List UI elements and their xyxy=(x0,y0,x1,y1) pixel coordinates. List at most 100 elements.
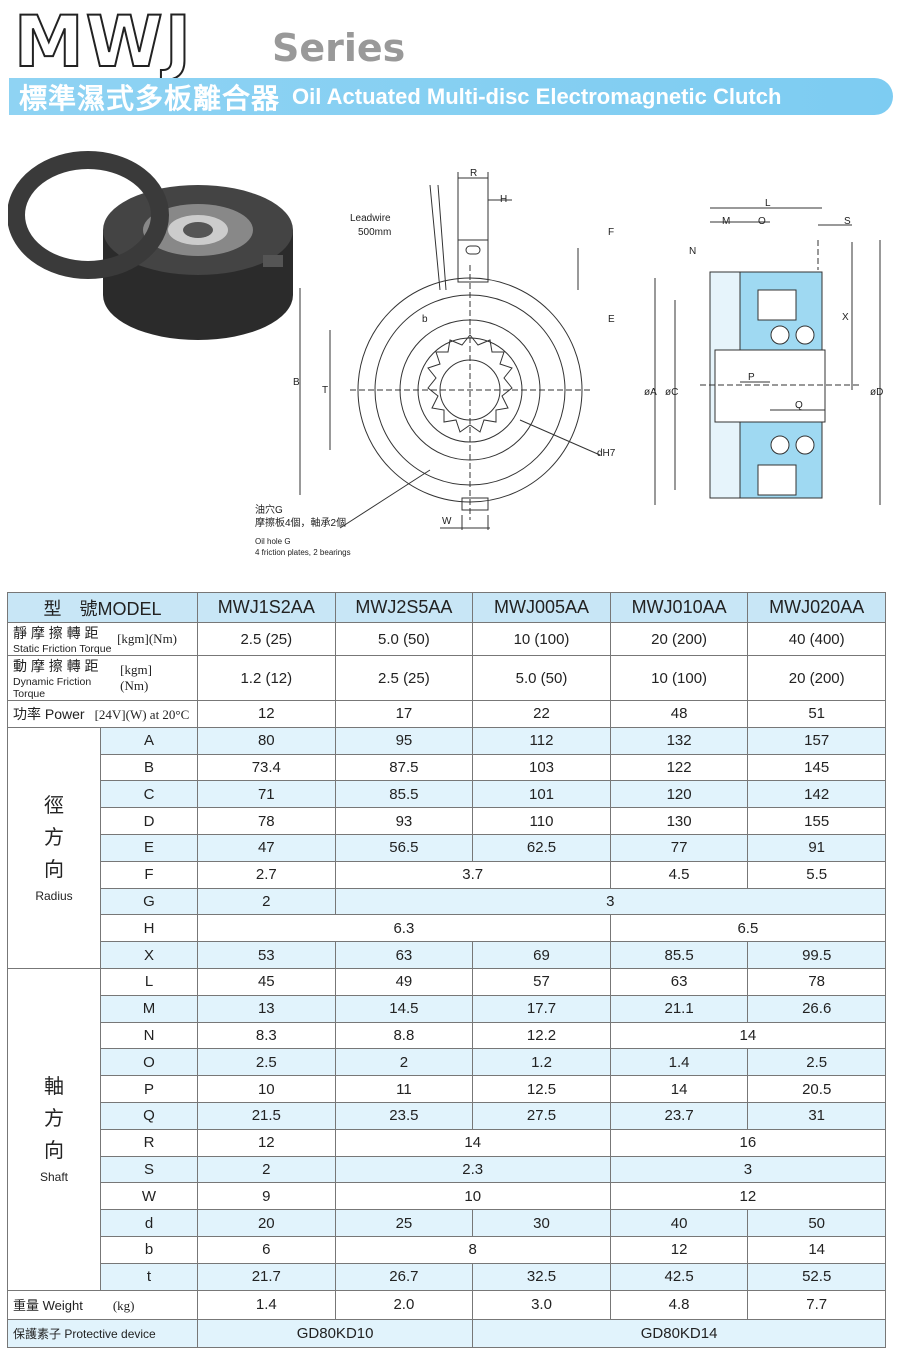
value-cell: 3.0 xyxy=(472,1289,611,1320)
static-label-zh: 靜 摩 擦 轉 距 xyxy=(13,625,99,641)
value-cell: 155 xyxy=(747,807,886,835)
dimension-key: C xyxy=(99,780,199,809)
value-cell: 120 xyxy=(609,780,749,809)
value-cell: 17 xyxy=(334,700,474,728)
value-cell: 80 xyxy=(197,726,336,755)
radius-label-en: Radius xyxy=(35,888,73,903)
value-cell: 20 (200) xyxy=(609,622,749,656)
value-cell: GD80KD14 xyxy=(472,1318,886,1348)
value-cell: 56.5 xyxy=(334,833,474,862)
value-cell: 62.5 xyxy=(472,833,611,862)
leadwire-label: Leadwire xyxy=(350,213,391,224)
radius-zh-char: 徑 xyxy=(44,794,64,817)
dimension-key: E xyxy=(99,833,199,862)
value-cell: 91 xyxy=(747,833,886,862)
value-cell: 23.5 xyxy=(334,1101,474,1130)
power-unit: [24V](W) at 20°C xyxy=(94,706,190,722)
value-cell: 53 xyxy=(197,941,336,969)
model-name: MWJ020AA xyxy=(747,592,886,623)
value-cell: 1.4 xyxy=(609,1048,749,1077)
value-cell: 1.4 xyxy=(197,1289,336,1320)
power-label-text: 功率 Power xyxy=(13,705,85,722)
value-cell: 1.2 xyxy=(472,1048,611,1077)
value-cell: 110 xyxy=(472,807,611,835)
value-cell: 63 xyxy=(609,967,749,996)
dimension-key: W xyxy=(99,1182,199,1211)
weight-label-text: 重量 Weight xyxy=(13,1298,83,1314)
value-cell: 2.5 xyxy=(197,1048,336,1077)
radius-zh-char: 方 xyxy=(44,826,64,849)
dimension-key: X xyxy=(99,941,199,969)
value-cell: 2.3 xyxy=(334,1155,611,1184)
value-cell: 99.5 xyxy=(747,941,886,969)
dim-F: F xyxy=(608,227,614,238)
radius-group-label: 徑方向 Radius xyxy=(7,726,101,969)
value-cell: 73.4 xyxy=(197,753,336,782)
value-cell: 8.3 xyxy=(197,1021,336,1050)
value-cell: 26.6 xyxy=(747,994,886,1023)
note-en-1: Oil hole G xyxy=(255,537,291,546)
value-cell: 40 (400) xyxy=(747,622,886,656)
value-cell: 12.2 xyxy=(472,1021,611,1050)
dim-P: P xyxy=(748,372,755,383)
dimension-key: O xyxy=(99,1048,199,1077)
weight-unit: (kg) xyxy=(112,1298,135,1314)
value-cell: 78 xyxy=(747,967,886,996)
value-cell: 4.8 xyxy=(609,1289,749,1320)
dynamic-label-zh: 動 摩 擦 轉 距 xyxy=(13,658,99,674)
value-cell: 14 xyxy=(747,1235,886,1264)
value-cell: 3 xyxy=(334,887,887,916)
value-cell: 2.0 xyxy=(334,1289,474,1320)
series-label: Series xyxy=(272,26,406,70)
value-cell: 52.5 xyxy=(747,1262,886,1291)
value-cell: 16 xyxy=(609,1128,887,1157)
value-cell: 78 xyxy=(197,807,336,835)
value-cell: 20.5 xyxy=(747,1075,886,1103)
dimension-key: M xyxy=(99,994,199,1023)
value-cell: 12 xyxy=(609,1235,749,1264)
series-logo: MWJ xyxy=(13,1,193,83)
dim-N: N xyxy=(689,246,696,257)
value-cell: 42.5 xyxy=(609,1262,749,1291)
dimension-key: G xyxy=(99,887,199,916)
value-cell: 14 xyxy=(334,1128,611,1157)
radius-zh-char: 向 xyxy=(44,858,64,881)
value-cell: 132 xyxy=(609,726,749,755)
protective-label: 保護素子 Protective device xyxy=(6,1318,199,1348)
value-cell: 145 xyxy=(747,753,886,782)
value-cell: 14.5 xyxy=(334,994,474,1023)
value-cell: 12 xyxy=(609,1182,887,1211)
dimension-key: P xyxy=(99,1075,199,1103)
title-zh: 標準濕式多板離合器 xyxy=(19,81,281,115)
value-cell: 77 xyxy=(609,833,749,862)
value-cell: 93 xyxy=(334,807,474,835)
dimension-drawing: Leadwire 500mm R H F E B T b dH7 W 油穴G 摩… xyxy=(255,168,883,557)
value-cell: 13 xyxy=(197,994,336,1023)
static-unit: [kgm](Nm) xyxy=(117,631,178,646)
dim-S: S xyxy=(844,216,851,227)
value-cell: 87.5 xyxy=(334,753,474,782)
value-cell: 3.7 xyxy=(334,860,611,889)
value-cell: 103 xyxy=(472,753,611,782)
value-cell: 47 xyxy=(197,833,336,862)
value-cell: 142 xyxy=(747,780,886,809)
value-cell: 10 (100) xyxy=(609,655,749,701)
value-cell: 20 xyxy=(197,1209,336,1237)
power-label: 功率 Power [24V](W) at 20°C xyxy=(6,700,199,728)
dimension-key: F xyxy=(99,860,199,889)
